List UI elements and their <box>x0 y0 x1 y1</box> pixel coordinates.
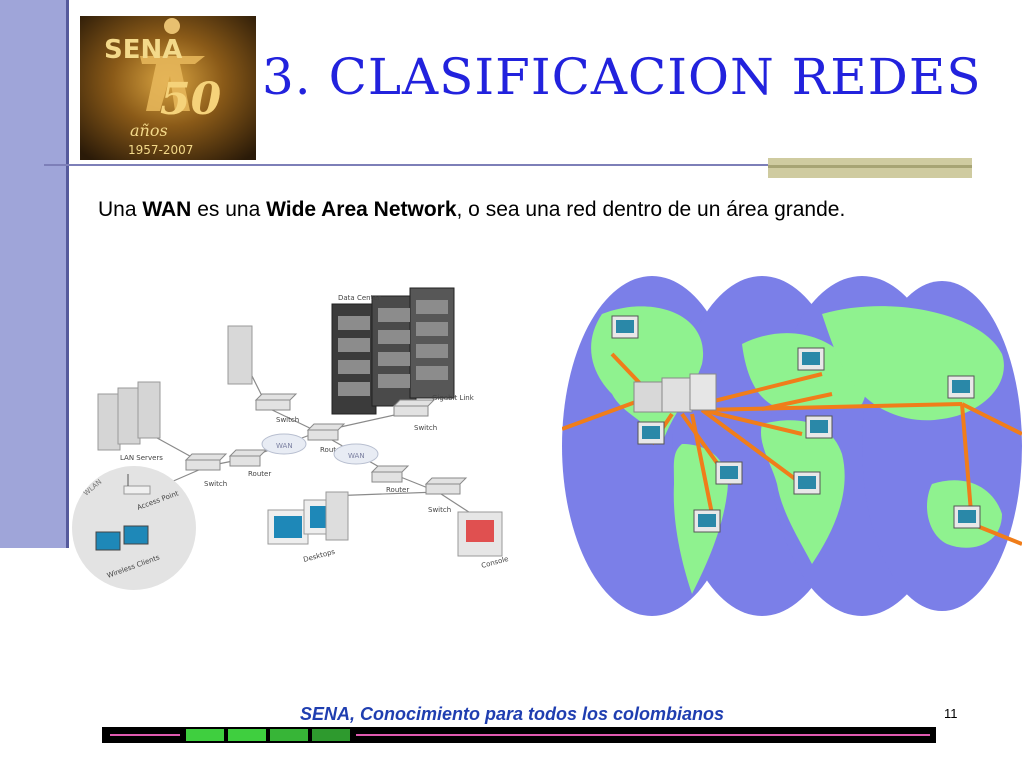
svg-text:Gigabit Link: Gigabit Link <box>432 394 475 402</box>
svg-text:Router: Router <box>320 446 343 454</box>
svg-text:SENA: SENA <box>104 35 182 65</box>
svg-text:Data Center: Data Center <box>338 294 381 302</box>
slide-title: 3. CLASIFICACION REDES <box>262 48 982 106</box>
slide-body-text: Una WAN es una Wide Area Network, o sea … <box>98 198 846 221</box>
wan-links <box>562 352 1022 546</box>
svg-text:Switch: Switch <box>428 506 451 514</box>
svg-text:LAN Servers: LAN Servers <box>120 454 163 462</box>
title-divider <box>44 164 972 166</box>
wan-network-diagram: Data Center Gigabit Link LAN Servers Swi… <box>72 287 509 590</box>
svg-text:Router: Router <box>386 486 409 494</box>
svg-text:WAN: WAN <box>276 442 293 450</box>
term-wan: WAN <box>142 198 192 221</box>
svg-text:Desktops: Desktops <box>302 548 336 564</box>
svg-text:50: 50 <box>160 74 222 125</box>
left-sidebar-edge <box>66 0 69 280</box>
term-wide-area-network: Wide Area Network <box>266 198 457 221</box>
page-number: 11 <box>944 706 958 721</box>
svg-text:WAN: WAN <box>348 452 365 460</box>
svg-text:Switch: Switch <box>414 424 437 432</box>
footer-decorative-bar <box>102 727 936 743</box>
divider-accent <box>768 158 972 178</box>
left-sidebar-bar <box>0 0 69 548</box>
svg-text:años: años <box>130 121 168 140</box>
wan-world-map <box>562 276 1022 616</box>
svg-text:Switch: Switch <box>204 480 227 488</box>
svg-text:Console: Console <box>480 555 509 570</box>
footer-tagline: SENA, Conocimiento para todos los colomb… <box>300 704 725 724</box>
sena-logo: SENA 50 años 1957-2007 <box>80 16 256 160</box>
continents <box>591 306 1004 594</box>
divider-accent-line <box>768 165 972 168</box>
svg-text:Router: Router <box>248 470 271 478</box>
svg-text:Switch: Switch <box>276 416 299 424</box>
hub-servers <box>633 373 717 413</box>
svg-text:1957-2007: 1957-2007 <box>128 143 193 157</box>
